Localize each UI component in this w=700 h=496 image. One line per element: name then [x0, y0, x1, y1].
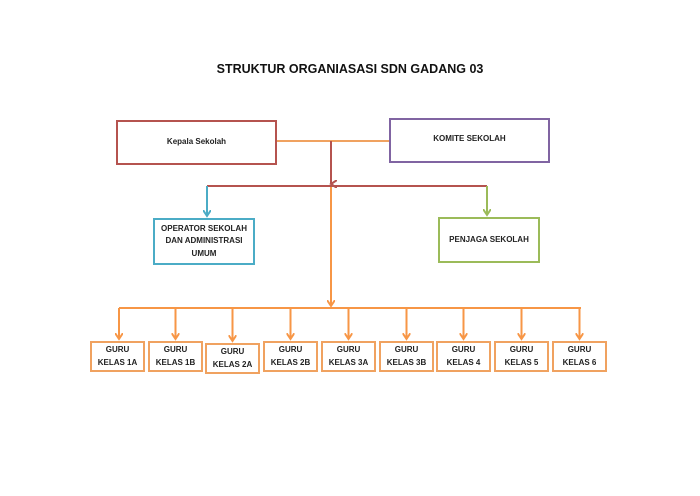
kepala-sekolah-box: Kepala Sekolah: [116, 120, 277, 165]
guru-label: GURU: [220, 347, 245, 357]
guru-label: KELAS 3B: [386, 357, 427, 367]
guru-label: GURU: [451, 345, 476, 355]
guru-label: KELAS 5: [504, 357, 539, 367]
operator-sekolah-box: OPERATOR SEKOLAH DAN ADMINISTRASI UMUM: [153, 218, 255, 265]
guru-label: KELAS 3A: [328, 357, 369, 367]
guru-box: GURU KELAS 1B: [148, 341, 203, 372]
guru-box: GURU KELAS 1A: [90, 341, 145, 372]
guru-label: KELAS 1B: [155, 357, 196, 367]
guru-label: GURU: [105, 345, 130, 355]
guru-label: KELAS 6: [562, 357, 597, 367]
guru-label: GURU: [567, 345, 592, 355]
guru-label: GURU: [163, 345, 188, 355]
guru-box: GURU KELAS 5: [494, 341, 549, 372]
guru-label: KELAS 2B: [270, 357, 311, 367]
penjaga-sekolah-box: PENJAGA SEKOLAH: [438, 217, 540, 263]
guru-label: GURU: [509, 345, 534, 355]
operator-label-1: OPERATOR SEKOLAH: [161, 223, 247, 233]
guru-box: GURU KELAS 2B: [263, 341, 318, 372]
komite-sekolah-box: KOMITE SEKOLAH: [389, 118, 550, 163]
guru-box: GURU KELAS 2A: [205, 343, 260, 374]
guru-box: GURU KELAS 3B: [379, 341, 434, 372]
komite-sekolah-label: KOMITE SEKOLAH: [433, 134, 506, 143]
operator-label-3: UMUM: [191, 248, 217, 258]
guru-label: KELAS 1A: [97, 357, 138, 367]
guru-label: GURU: [278, 345, 303, 355]
kepala-sekolah-label: Kepala Sekolah: [166, 137, 227, 147]
guru-label: GURU: [336, 345, 361, 355]
penjaga-sekolah-label: PENJAGA SEKOLAH: [449, 234, 529, 244]
chart-title: STRUKTUR ORGANIASASI SDN GADANG 03: [216, 62, 484, 76]
guru-label: GURU: [394, 345, 419, 355]
guru-box: GURU KELAS 4: [436, 341, 491, 372]
guru-label: KELAS 2A: [212, 359, 253, 369]
guru-box: GURU KELAS 6: [552, 341, 607, 372]
operator-label-2: DAN ADMINISTRASI: [165, 236, 243, 246]
guru-label: KELAS 4: [446, 357, 481, 367]
guru-box: GURU KELAS 3A: [321, 341, 376, 372]
